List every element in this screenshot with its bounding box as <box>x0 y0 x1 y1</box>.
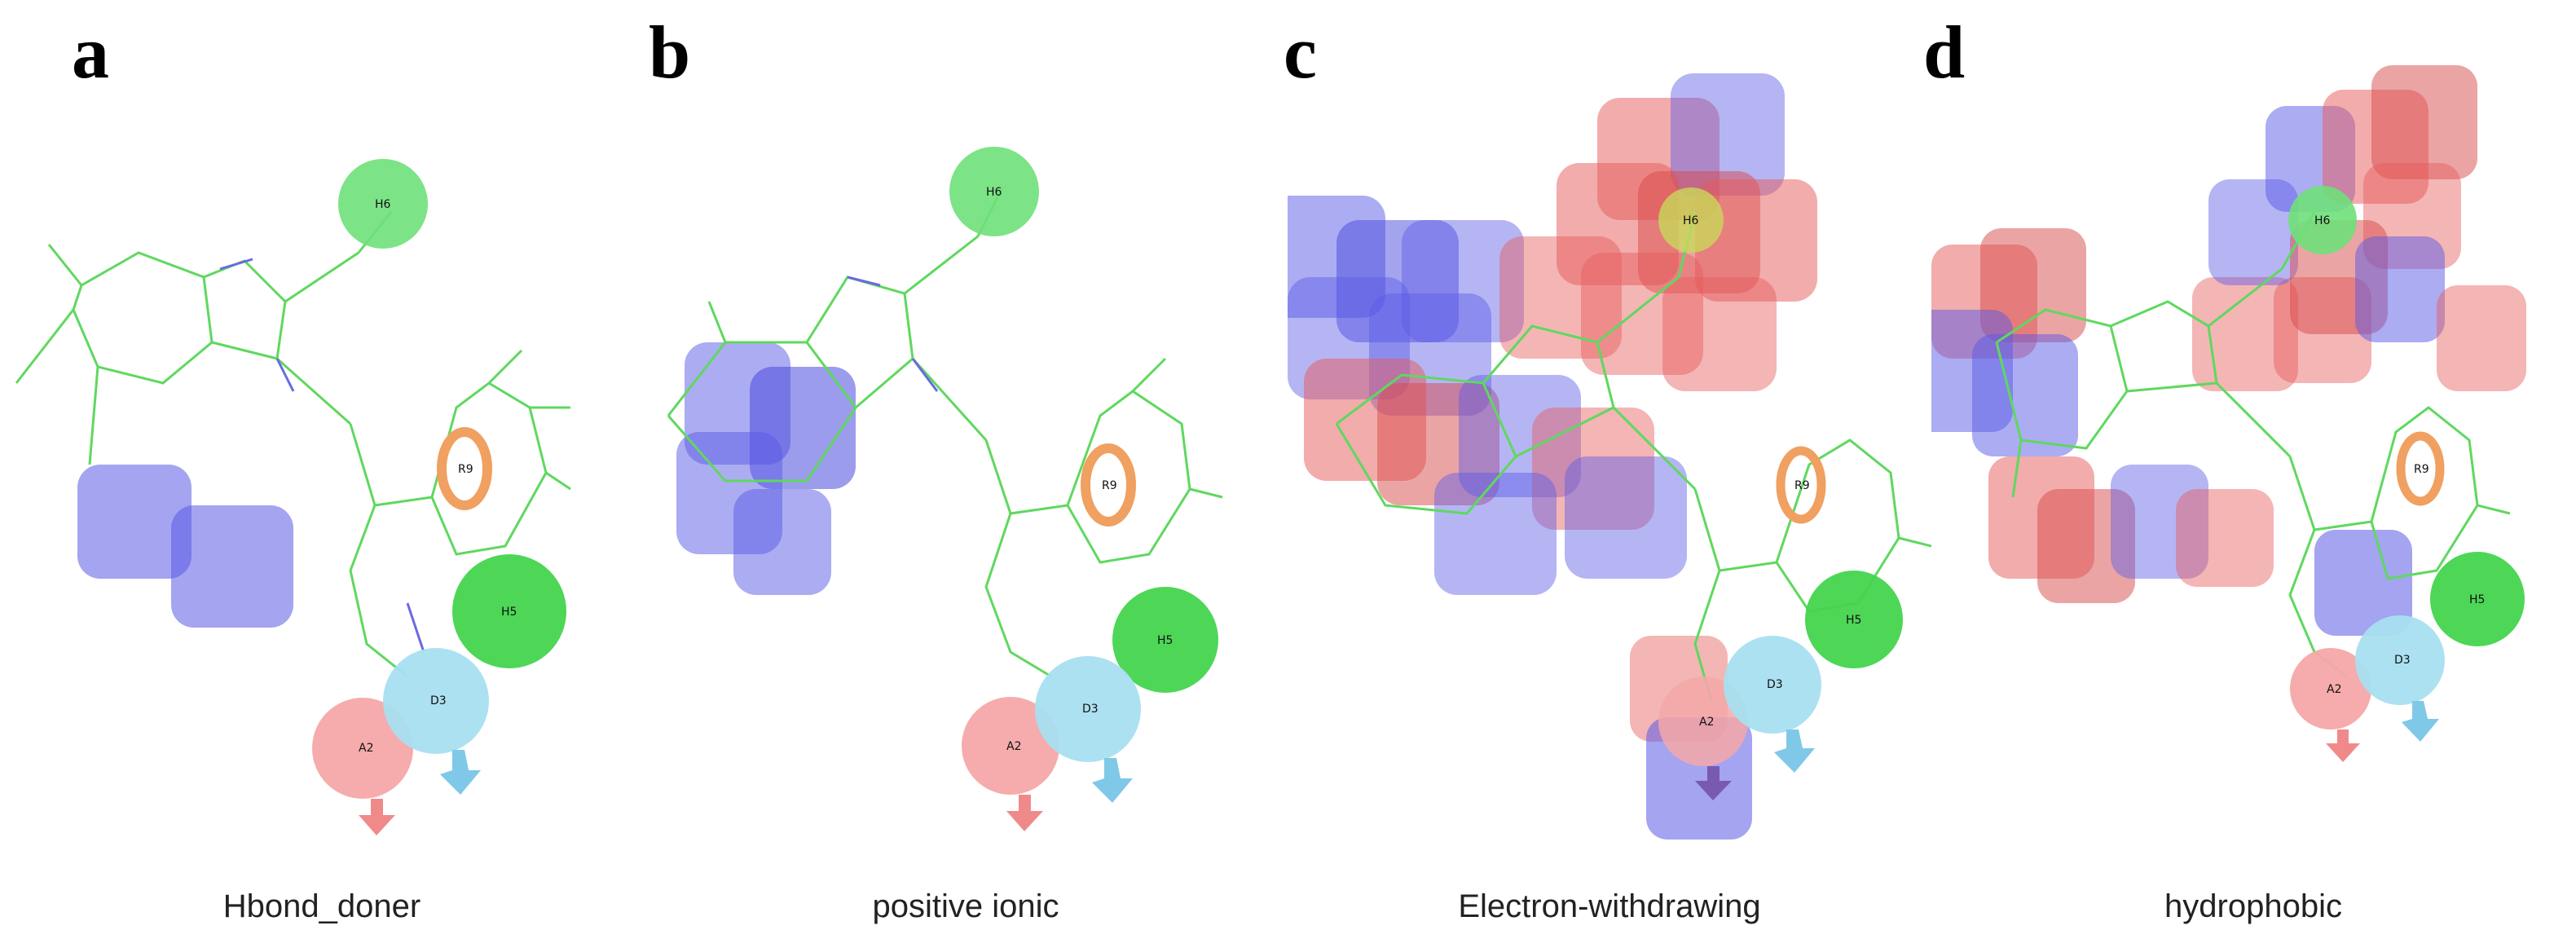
donor-sphere <box>1724 636 1821 734</box>
molecule-scene-a: H6 R9 H5 A2 D3 <box>15 159 571 835</box>
panel-letter-b: b <box>649 11 691 94</box>
panel-d: d <box>1923 0 2575 952</box>
feature-label-a2: A2 <box>1699 716 1714 729</box>
feature-label-r9: R9 <box>2414 463 2429 476</box>
hydrophobic-sphere <box>2288 186 2357 254</box>
feature-label-h5: H5 <box>2469 593 2485 606</box>
acceptor-sphere <box>1658 677 1748 766</box>
feature-label-a2: A2 <box>1006 740 1021 753</box>
hydrophobic-sphere <box>338 159 428 249</box>
panel-caption-c: Electron-withdrawing <box>1458 888 1761 924</box>
donor-sphere <box>383 648 489 754</box>
donor-arrow <box>1774 729 1815 773</box>
field-box-blue <box>171 505 293 628</box>
acceptor-arrow <box>2326 729 2360 762</box>
hydrophobic-sphere <box>1658 187 1724 253</box>
aromatic-ring <box>437 427 492 510</box>
donor-arrow <box>1092 758 1133 803</box>
molecule-skeleton <box>1335 211 1931 702</box>
feature-label-r9: R9 <box>1102 479 1117 492</box>
panel-letter-c: c <box>1284 11 1317 94</box>
features-c: H6 R9 H5 A2 D3 <box>1658 187 1903 800</box>
hydrophobic-sphere <box>1112 587 1218 693</box>
field-boxes-b <box>676 342 856 595</box>
donor-sphere <box>2355 615 2445 705</box>
hydrophobic-sphere <box>1805 571 1903 668</box>
feature-label-h6: H6 <box>1683 214 1699 227</box>
field-box-red <box>2371 65 2477 179</box>
feature-label-r9: R9 <box>458 463 473 476</box>
feature-label-h6: H6 <box>2314 214 2331 227</box>
field-box-blue <box>2314 530 2412 636</box>
feature-label-h5: H5 <box>1157 634 1173 647</box>
molecule-scene-c: H6 R9 H5 A2 D3 <box>1288 73 1931 840</box>
field-box-blue <box>1336 220 1459 342</box>
molecule-skeleton <box>1995 211 2511 678</box>
field-boxes-a <box>77 465 293 628</box>
donor-arrow <box>2402 701 2439 742</box>
field-box-blue <box>1972 334 2078 456</box>
field-box-blue <box>1565 456 1687 579</box>
hydrophobic-sphere <box>949 147 1039 236</box>
acceptor-sphere <box>2290 648 2371 729</box>
feature-label-h5: H5 <box>1846 614 1861 627</box>
field-box-red <box>2037 489 2135 603</box>
field-box-red <box>1377 383 1499 505</box>
feature-label-h6: H6 <box>375 198 391 211</box>
acceptor-arrow <box>1695 766 1732 800</box>
aromatic-ring <box>1776 446 1826 524</box>
hydrophobic-sphere <box>2430 552 2525 646</box>
feature-label-d3: D3 <box>430 694 447 707</box>
field-box-red <box>2176 489 2274 587</box>
panel-b: b H6 R9 H5 <box>644 0 1288 952</box>
field-box-blue <box>1671 73 1785 196</box>
feature-label-h5: H5 <box>501 606 517 619</box>
features-b: H6 R9 H5 A2 D3 <box>949 147 1218 831</box>
aromatic-ring <box>2396 431 2445 506</box>
molecule-scene-b: H6 R9 H5 A2 D3 <box>667 147 1223 831</box>
panel-caption-d: hydrophobic <box>2164 888 2342 924</box>
acceptor-sphere <box>962 697 1059 795</box>
donor-arrow <box>440 750 481 795</box>
field-box-blue <box>1402 220 1524 342</box>
field-box-red <box>2437 285 2526 391</box>
field-box-red <box>2192 277 2298 391</box>
feature-label-a2: A2 <box>2327 683 2341 696</box>
features-a: H6 R9 H5 A2 D3 <box>312 159 566 835</box>
feature-label-a2: A2 <box>359 742 373 755</box>
feature-label-h6: H6 <box>986 186 1002 199</box>
acceptor-arrow <box>1006 795 1043 831</box>
feature-label-d3: D3 <box>1767 678 1783 691</box>
hydrophobic-sphere <box>452 554 566 668</box>
panel-a: a H6 R9 <box>0 0 644 952</box>
field-box-blue <box>2355 236 2445 342</box>
acceptor-arrow <box>359 799 395 835</box>
field-box-blue <box>1434 473 1557 595</box>
aromatic-ring <box>1081 443 1136 527</box>
panel-caption-a: Hbond_doner <box>222 888 421 924</box>
molecule-scene-d: H6 R9 H5 A2 D3 <box>1931 65 2526 762</box>
panel-letter-a: a <box>72 11 109 94</box>
nitrogen-bonds <box>847 275 939 392</box>
field-box-red <box>1532 408 1654 530</box>
field-box-blue <box>77 465 192 579</box>
panel-letter-d: d <box>1923 11 1966 94</box>
features-d: H6 R9 H5 A2 D3 <box>2288 186 2525 762</box>
field-box-blue <box>2111 465 2208 579</box>
feature-label-d3: D3 <box>1082 703 1099 716</box>
donor-sphere <box>1035 656 1141 762</box>
field-box-red <box>1662 277 1777 391</box>
field-box-blue <box>733 489 831 595</box>
nitrogen-bonds <box>219 258 425 653</box>
field-box-blue <box>1459 375 1581 497</box>
field-boxes-d <box>1931 65 2526 636</box>
panel-c: c <box>1284 0 1931 952</box>
panel-caption-b: positive ionic <box>872 888 1059 924</box>
feature-label-r9: R9 <box>1794 479 1810 492</box>
feature-label-d3: D3 <box>2394 654 2411 667</box>
field-box-red <box>1695 179 1817 302</box>
